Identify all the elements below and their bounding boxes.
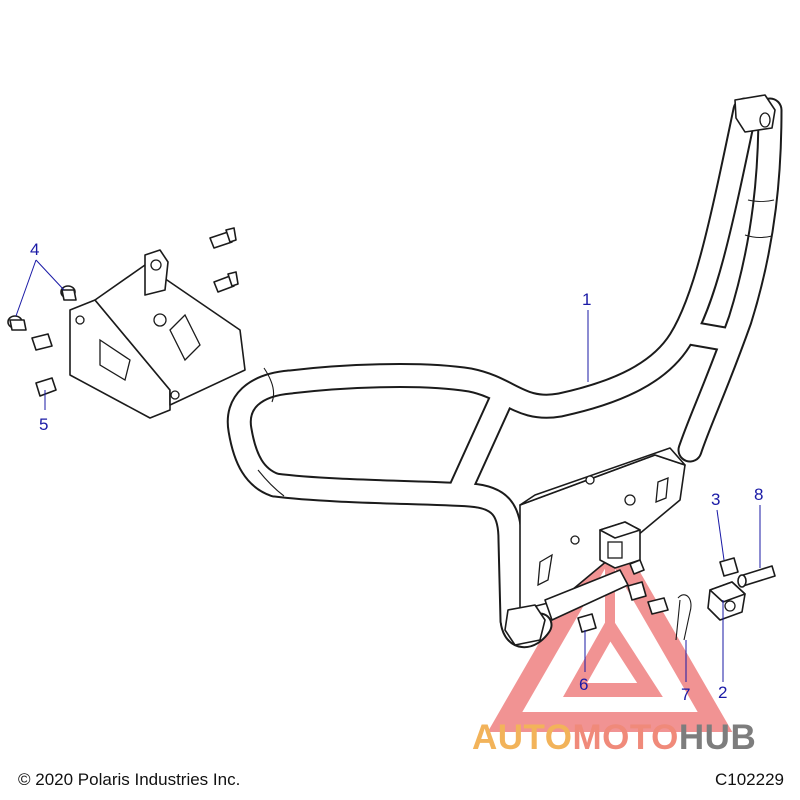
callout-1: 1 xyxy=(582,290,591,309)
callout-3: 3 xyxy=(711,490,720,509)
leader-lines xyxy=(15,259,761,682)
callout-5: 5 xyxy=(39,415,48,434)
watermark-hub: HUB xyxy=(678,718,757,757)
bolt-4c xyxy=(60,285,77,301)
pin-8 xyxy=(737,565,776,588)
watermark-auto: AUTO xyxy=(472,718,573,757)
bolts xyxy=(7,227,776,641)
callout-4: 4 xyxy=(30,240,39,259)
clip-block-2 xyxy=(707,581,746,621)
watermark-text: AUTOMOTOHUB xyxy=(472,718,756,758)
copyright-text: © 2020 Polaris Industries Inc. xyxy=(18,770,241,789)
left-mount-bracket xyxy=(69,249,246,419)
callout-6: 6 xyxy=(579,675,588,694)
bolt-4b xyxy=(213,271,239,293)
bolt-5b xyxy=(35,377,57,397)
bolt-misc xyxy=(629,559,669,615)
hairpin-7 xyxy=(675,594,692,641)
callout-7: 7 xyxy=(681,685,690,704)
bolt-4a xyxy=(209,227,237,249)
watermark-moto: MOTO xyxy=(572,718,679,757)
bumper-frame xyxy=(226,94,783,649)
nut-6a xyxy=(577,613,597,633)
bolt-4d xyxy=(7,315,27,331)
bolt-5a xyxy=(31,333,53,351)
figure-id: C102229 xyxy=(714,770,784,789)
nut-6b xyxy=(627,581,647,601)
bolt-3 xyxy=(719,557,739,577)
callout-labels: 1 2 3 4 5 6 7 8 xyxy=(30,240,763,704)
callout-2: 2 xyxy=(718,683,727,702)
callout-8: 8 xyxy=(754,485,763,504)
